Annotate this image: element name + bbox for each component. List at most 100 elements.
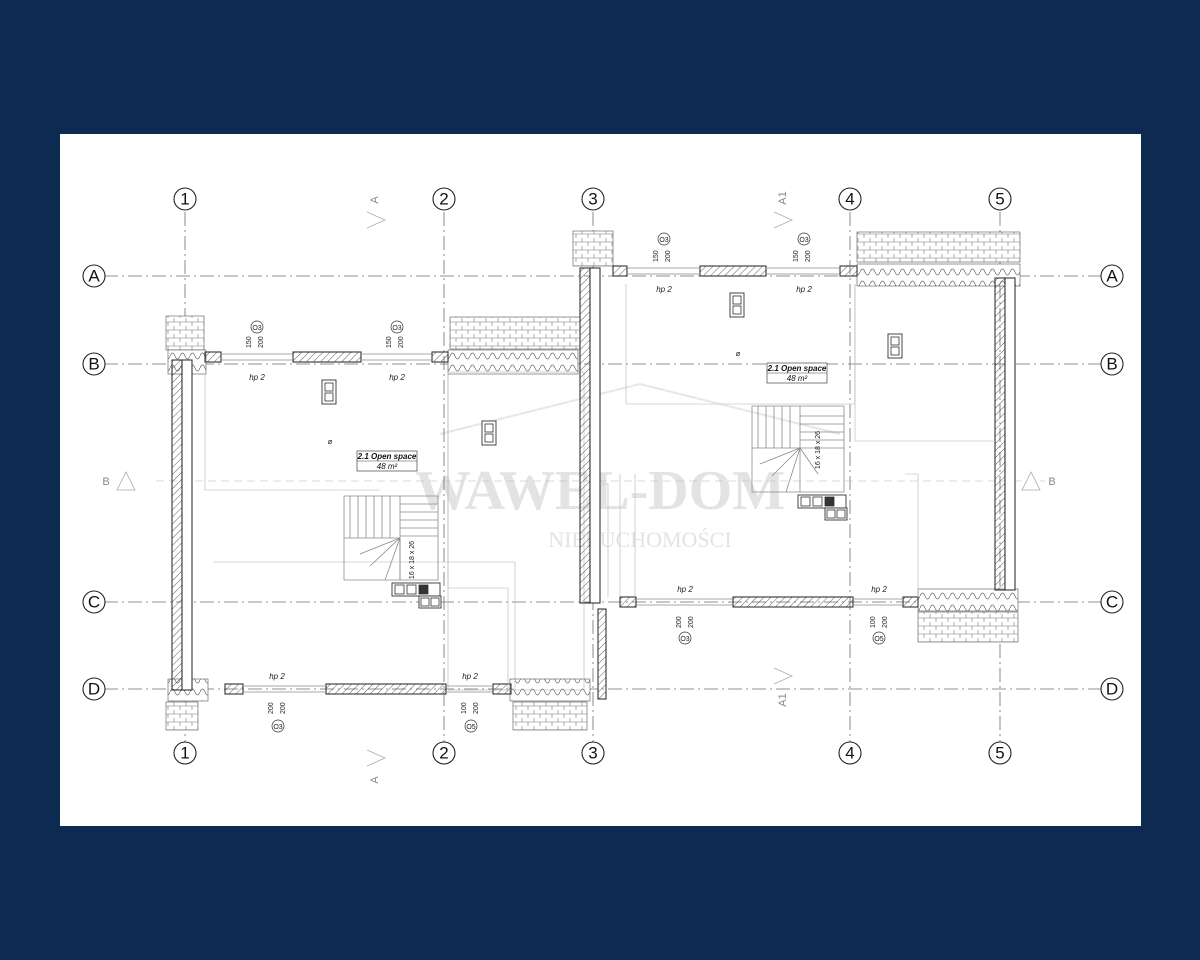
svg-text:150: 150 bbox=[386, 336, 393, 348]
svg-text:200: 200 bbox=[676, 616, 683, 628]
window-tag: hp 2 100 200 O5 bbox=[870, 585, 889, 645]
insulation-band bbox=[917, 588, 1019, 612]
window-tag: O3 150 200 hp 2 bbox=[246, 320, 265, 382]
svg-text:200: 200 bbox=[398, 336, 405, 348]
brick-strip bbox=[917, 611, 1019, 643]
wall-segment bbox=[204, 351, 222, 363]
wall-segment bbox=[902, 596, 919, 608]
svg-text:200: 200 bbox=[665, 250, 672, 262]
grid-bubble-c-left: C bbox=[82, 590, 106, 614]
svg-text:4: 4 bbox=[845, 190, 854, 209]
wall-segment bbox=[224, 683, 244, 695]
window-tag: O3 150 200 hp 2 bbox=[386, 320, 405, 382]
svg-text:200: 200 bbox=[805, 250, 812, 262]
watermark: WAWEL-DOM NIERUCHOMOŚCI bbox=[415, 382, 841, 552]
svg-text:100: 100 bbox=[461, 702, 468, 714]
grid-bubble-a-left: A bbox=[82, 264, 106, 288]
svg-text:1: 1 bbox=[180, 190, 189, 209]
svg-text:200: 200 bbox=[258, 336, 265, 348]
brick-strip bbox=[165, 701, 199, 731]
wall-left bbox=[171, 359, 183, 691]
svg-text:C: C bbox=[88, 593, 100, 612]
watermark-sub: NIERUCHOMOŚCI bbox=[548, 527, 731, 552]
staircase: 16 x 18 x 26 bbox=[343, 495, 439, 581]
wall-right bbox=[994, 277, 1006, 591]
brick-strip bbox=[856, 231, 1021, 263]
right-unit: 16 x 18 x 26 ⌀ 2.1 Open space 48 m² bbox=[572, 230, 1021, 700]
room-area: 48 m² bbox=[377, 462, 398, 471]
svg-text:5: 5 bbox=[995, 744, 1004, 763]
svg-text:1: 1 bbox=[180, 744, 189, 763]
wall-segment bbox=[431, 351, 449, 363]
window-tag: O3 150 200 hp 2 bbox=[653, 232, 672, 294]
section-marker-a1-top: A1 bbox=[773, 191, 793, 229]
brick-strip bbox=[165, 315, 205, 351]
chimney bbox=[481, 420, 497, 446]
svg-text:B: B bbox=[1106, 355, 1117, 374]
grid-bubble-2-bottom: 2 bbox=[432, 741, 456, 765]
diameter-symbol: ⌀ bbox=[736, 349, 741, 358]
svg-text:D: D bbox=[1106, 680, 1118, 699]
grid-bubble-b-right: B bbox=[1100, 352, 1124, 376]
section-marker-a1-bottom: A1 bbox=[773, 667, 793, 707]
svg-text:O3: O3 bbox=[273, 724, 282, 731]
svg-text:hp 2: hp 2 bbox=[249, 373, 265, 382]
window-tags: O3 150 200 hp 2 O3 150 200 hp 2 O3 150 2… bbox=[246, 232, 889, 733]
svg-text:200: 200 bbox=[688, 616, 695, 628]
vent-block bbox=[391, 582, 442, 609]
svg-text:O3: O3 bbox=[680, 636, 689, 643]
grid-bubble-4-top: 4 bbox=[838, 187, 862, 211]
grid-bubble-1-top: 1 bbox=[173, 187, 197, 211]
svg-text:A: A bbox=[369, 196, 381, 204]
svg-text:A: A bbox=[1106, 267, 1118, 286]
svg-text:C: C bbox=[1106, 593, 1118, 612]
svg-text:5: 5 bbox=[995, 190, 1004, 209]
window-tag: hp 2 200 200 O3 bbox=[268, 672, 287, 733]
grid-bubble-c-right: C bbox=[1100, 590, 1124, 614]
watermark-house-icon bbox=[439, 382, 841, 435]
room-label-left: 2.1 Open space 48 m² bbox=[357, 450, 418, 472]
grid-bubble-1-bottom: 1 bbox=[173, 741, 197, 765]
stairs-label: 16 x 18 x 26 bbox=[815, 431, 822, 469]
chimney bbox=[321, 379, 337, 405]
wall-segment bbox=[292, 351, 362, 363]
chimney bbox=[887, 333, 903, 359]
svg-text:hp 2: hp 2 bbox=[871, 585, 887, 594]
wall-segment bbox=[612, 265, 628, 277]
window-tag: O3 150 200 hp 2 bbox=[793, 232, 812, 294]
room-area: 48 m² bbox=[787, 374, 808, 383]
section-marker-a-top: A bbox=[366, 196, 386, 229]
svg-text:O5: O5 bbox=[466, 724, 475, 731]
svg-text:200: 200 bbox=[268, 702, 275, 714]
svg-text:O3: O3 bbox=[799, 237, 808, 244]
wall-left-inner bbox=[181, 359, 193, 691]
insulation-band bbox=[447, 349, 579, 375]
grid-bubble-2-top: 2 bbox=[432, 187, 456, 211]
svg-text:B: B bbox=[88, 355, 99, 374]
svg-text:A1: A1 bbox=[777, 693, 789, 706]
svg-text:O5: O5 bbox=[874, 636, 883, 643]
wall-segment bbox=[619, 596, 637, 608]
grid-bubble-4-bottom: 4 bbox=[838, 741, 862, 765]
section-marker-b-right: B bbox=[1021, 471, 1056, 491]
wall-right-unit-left-inner bbox=[589, 267, 601, 604]
svg-text:A: A bbox=[369, 776, 381, 784]
svg-text:3: 3 bbox=[588, 190, 597, 209]
svg-text:B: B bbox=[1048, 476, 1055, 488]
svg-text:B: B bbox=[102, 476, 109, 488]
brick-strip bbox=[572, 230, 614, 267]
interior-outline bbox=[600, 483, 609, 597]
svg-text:O3: O3 bbox=[659, 237, 668, 244]
svg-text:200: 200 bbox=[280, 702, 287, 714]
stairs-label: 16 x 18 x 26 bbox=[409, 541, 416, 579]
wall-segment bbox=[597, 608, 607, 700]
interior-outline bbox=[213, 561, 516, 690]
svg-text:2: 2 bbox=[439, 190, 448, 209]
svg-text:2: 2 bbox=[439, 744, 448, 763]
svg-text:A1: A1 bbox=[777, 191, 789, 204]
svg-text:hp 2: hp 2 bbox=[656, 285, 672, 294]
room-label-right: 2.1 Open space 48 m² bbox=[767, 362, 828, 384]
floor-plan-sheet: WAWEL-DOM NIERUCHOMOŚCI bbox=[60, 134, 1141, 826]
svg-text:hp 2: hp 2 bbox=[389, 373, 405, 382]
floor-plan-drawing: WAWEL-DOM NIERUCHOMOŚCI bbox=[82, 187, 1124, 784]
